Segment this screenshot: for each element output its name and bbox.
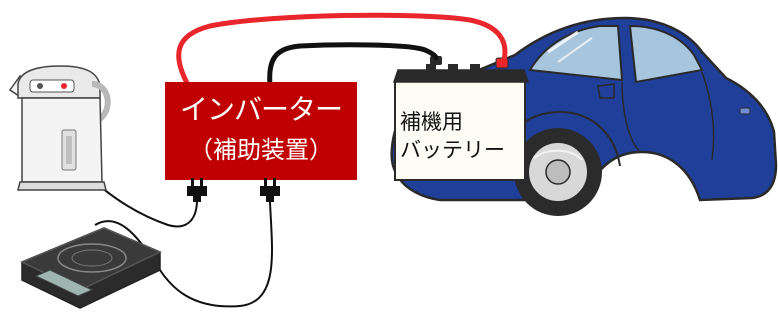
car-tire xyxy=(514,128,602,216)
positive-cable xyxy=(176,12,508,88)
power-plug-icon xyxy=(260,178,280,202)
cooktop-cord xyxy=(94,201,273,308)
car-battery-icon xyxy=(392,56,530,181)
battery-top xyxy=(392,69,530,83)
battery-label-line2: バッテリー xyxy=(400,138,505,162)
battery-case xyxy=(394,79,526,181)
negative-cable xyxy=(267,42,439,88)
car-windshield xyxy=(528,25,624,82)
cooktop-heating-ring xyxy=(57,243,127,273)
induction-cooktop-icon xyxy=(20,227,162,309)
electric-pot-icon xyxy=(8,65,111,191)
car-mirror xyxy=(597,83,615,99)
car-side-window xyxy=(628,24,704,84)
battery-label-line1: 補機用 xyxy=(400,110,463,134)
power-plug-icon xyxy=(187,178,207,202)
inverter-box xyxy=(165,82,357,180)
car-door-handle xyxy=(739,107,751,115)
inverter-subtitle: （補助装置） xyxy=(189,136,333,164)
inverter-label: インバーター （補助装置） xyxy=(165,82,357,180)
pot-base xyxy=(17,181,107,191)
battery-label: 補機用 バッテリー xyxy=(400,108,530,164)
cooktop-control-panel xyxy=(34,269,94,297)
inverter-title: インバーター xyxy=(179,93,343,126)
